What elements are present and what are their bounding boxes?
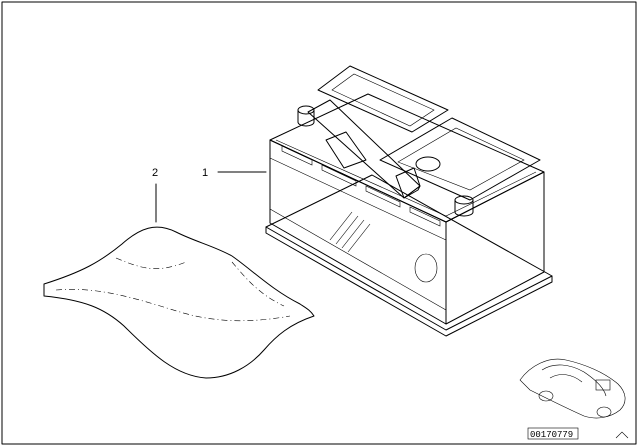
vent-slots [281,145,441,227]
cover-drawing [43,226,315,379]
callout-2: 2 [152,167,158,179]
document-id-box [527,427,579,440]
vehicle-thumbnail [519,358,626,419]
terminal-posts [297,105,474,217]
front-label-hatch [329,211,371,253]
document-id: 00170779 [530,430,573,440]
center-cap [415,156,441,172]
corner-mark-icon [615,431,629,439]
carrying-handle [307,99,421,199]
indicator-window [414,253,438,283]
callout-1: 1 [202,167,208,179]
battery-drawing [265,65,553,337]
